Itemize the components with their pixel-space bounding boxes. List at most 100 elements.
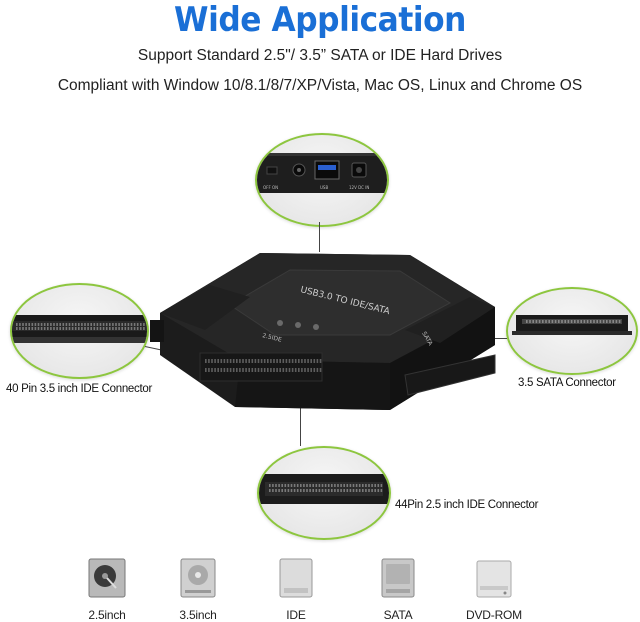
connector-pin [303, 489, 305, 492]
drive-item-2-5inch: 2.5inch [67, 556, 147, 622]
dvd-rom-icon [476, 560, 512, 598]
connector-pin [282, 359, 285, 363]
connector-pin [214, 368, 216, 372]
drive-label: IDE [286, 608, 306, 622]
connector-pin [570, 320, 573, 323]
connector-pin [34, 327, 37, 330]
connector-pin [68, 323, 71, 326]
connector-pin [304, 359, 306, 363]
connector-pin [293, 484, 296, 487]
connector-pin [140, 323, 142, 326]
connector-pin [535, 320, 538, 323]
connector-pin [251, 359, 254, 363]
connector-pin [615, 320, 618, 323]
connector-pin [112, 323, 114, 326]
connector-pin [118, 323, 120, 326]
connector-pin [260, 368, 263, 372]
connector-pin [602, 320, 605, 323]
connector-pin [102, 327, 105, 330]
connector-pin [380, 484, 383, 487]
connector-pin [276, 359, 278, 363]
connector-pin [318, 489, 321, 492]
connector-pin [257, 368, 260, 372]
hdd-sata-icon [381, 558, 415, 598]
connector-pin [270, 359, 272, 363]
connector-pin [68, 327, 71, 330]
ide44-callout: 44Pin 2.5 inch IDE Connector [395, 499, 539, 511]
connector-pin [319, 368, 322, 372]
off-on-label: OFF ON [263, 185, 278, 190]
connector-pin [62, 323, 65, 326]
connector-pin [81, 327, 83, 330]
connector-pin [321, 489, 324, 492]
connector-pin [40, 327, 43, 330]
connector-pin [99, 327, 102, 330]
connector-pin [362, 489, 364, 492]
hdd-open-icon [88, 558, 126, 598]
connector-pin [109, 323, 111, 326]
connector-pin [304, 368, 306, 372]
connector-pin [124, 323, 127, 326]
connector-pin [358, 489, 361, 492]
connector-pin [211, 359, 213, 363]
connector-pin [56, 323, 58, 326]
ide44-connector-image [259, 474, 389, 504]
connector-pin [371, 489, 373, 492]
connector-pin [74, 327, 77, 330]
connector-pin [205, 359, 207, 363]
led-indicator [277, 320, 283, 326]
connector-pin [205, 368, 207, 372]
connector-pin [307, 359, 309, 363]
connector-pin [236, 359, 238, 363]
connector-pin [25, 323, 27, 326]
connector-pin [232, 368, 235, 372]
connector-pin [548, 320, 550, 323]
connector-pin [561, 320, 563, 323]
connector-pin [291, 368, 294, 372]
connector-pin [28, 327, 30, 330]
connector-pin [285, 368, 288, 372]
connector-pin [583, 320, 586, 323]
connector-pin [278, 489, 280, 492]
connector-pin [324, 484, 327, 487]
connector-pin [34, 323, 37, 326]
connector-pin [59, 327, 61, 330]
connector-pin [239, 368, 241, 372]
connector-pin [349, 484, 352, 487]
connector-pin [273, 368, 275, 372]
connector-pin [365, 484, 367, 487]
connector-pin [380, 489, 383, 492]
page-title: Wide Application [174, 0, 466, 40]
connector-pin [87, 327, 89, 330]
connector-pin [269, 484, 271, 487]
connector-pin [118, 327, 120, 330]
connector-pin [318, 484, 321, 487]
connector-pin [319, 359, 322, 363]
connector-pin [298, 359, 300, 363]
connector-pin [245, 368, 247, 372]
connector-pin [343, 484, 345, 487]
connector-pin [272, 489, 274, 492]
connector-pin [340, 489, 342, 492]
connector-pin [263, 368, 266, 372]
connector-pin [285, 359, 288, 363]
hdd-ide-icon [279, 558, 313, 598]
connector-pin [346, 489, 349, 492]
connector-pin [340, 484, 342, 487]
connector-pin [211, 368, 213, 372]
supported-drives-row: 2.5inch 3.5inch IDE SATA DVD-ROM [0, 556, 640, 622]
connector-pin [580, 320, 582, 323]
connector-pin [327, 489, 330, 492]
connector-pin [22, 327, 24, 330]
connector-pin [31, 327, 34, 330]
connector-pin [312, 489, 314, 492]
connector-pin [56, 327, 58, 330]
connector-pin [254, 359, 257, 363]
connector-pin [529, 320, 531, 323]
led-indicator [295, 322, 301, 328]
connector-pin [567, 320, 570, 323]
connector-pin [19, 323, 21, 326]
connector-pin [301, 368, 303, 372]
connector-pin [300, 489, 302, 492]
connector-pin [542, 320, 544, 323]
